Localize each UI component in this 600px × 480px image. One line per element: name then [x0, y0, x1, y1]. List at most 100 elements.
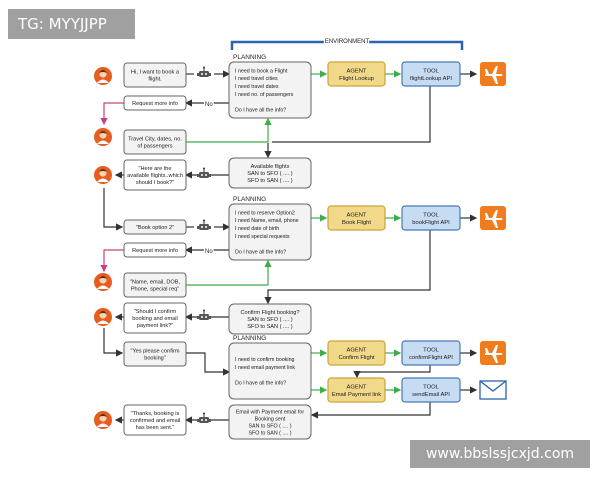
- user-message-bubble-text: of passengers: [137, 144, 172, 150]
- planning-box-text: I need to confirm booking: [235, 357, 295, 363]
- no-label: No: [205, 249, 213, 255]
- user-message-bubble-text: flight.: [148, 77, 162, 83]
- agent-box-text: AGENT: [347, 212, 367, 218]
- planning-box: I need to reserve Option2 I need Name, em…: [228, 203, 312, 261]
- assistant-message-bubble-text: Request more info: [132, 101, 178, 107]
- agent-box: AGENT Email Payment link: [327, 377, 386, 403]
- user-avatar-icon: [94, 273, 112, 291]
- airplane-icon: [480, 62, 506, 86]
- user-message-bubble-text: "Yes please confirm: [130, 348, 179, 354]
- result-box-text: Confirm Flight booking?: [240, 310, 299, 316]
- assistant-message-bubble-text: available flights..which: [127, 173, 183, 179]
- user-message-bubble-text: Phone, special req": [131, 287, 179, 293]
- assistant-message-bubble: Request more info: [123, 242, 187, 258]
- planning-box: I need to confirm booking I need email pa…: [228, 342, 312, 400]
- robot-icon: [197, 66, 211, 77]
- airplane-icon: [480, 206, 506, 230]
- planning-box-text: I need date of birth: [235, 226, 279, 232]
- planning-box-text: I need Name, email, phone: [235, 218, 299, 224]
- planning-box: I need to book a Flight I need travel cit…: [228, 61, 312, 119]
- user-message-bubble-text: "Book option 2": [136, 225, 174, 231]
- environment-bracket: ENVIRONMENT: [230, 38, 464, 50]
- planning-box-text: Do I have all the info?: [235, 107, 286, 113]
- user-avatar-icon: [94, 67, 112, 85]
- planning-box-text: I need travel dates: [235, 84, 279, 90]
- agent-box-text: AGENT: [347, 347, 367, 353]
- envelope-icon: [479, 380, 507, 400]
- user-message-bubble: "Book option 2": [123, 219, 187, 235]
- assistant-message-bubble: Request more info: [123, 95, 187, 111]
- planning-box-text: I need travel cities: [235, 76, 278, 82]
- result-box-text: Email with Payment email for: [236, 409, 305, 415]
- robot-icon: [197, 167, 211, 178]
- tool-box-text: confirmFlight API: [409, 355, 453, 361]
- robot-icon: [197, 219, 211, 230]
- tool-box-text: sendEmail API: [412, 392, 450, 398]
- tool-box-text: bookFlight API: [412, 220, 450, 226]
- tool-box-text: TOOL: [423, 212, 439, 218]
- user-message-bubble-text: "Name, email, DOB,: [130, 279, 181, 285]
- user-avatar-icon: [94, 166, 112, 184]
- assistant-message-bubble-text: Request more info: [132, 248, 178, 254]
- result-box-text: SFO to SAN ( .... ): [247, 178, 293, 184]
- airplane-icon: [480, 341, 506, 365]
- agent-box-text: Flight Lookup: [339, 76, 374, 82]
- environment-label: ENVIRONMENT: [325, 39, 370, 45]
- tool-box-text: TOOL: [423, 384, 439, 390]
- user-message-bubble: "Name, email, DOB, Phone, special req": [123, 272, 187, 298]
- planning-label: PLANNING: [233, 335, 266, 342]
- result-box-text: SAN to SFO ( .... ): [247, 317, 293, 323]
- user-message-bubble-text: Hi, I want to book a: [131, 69, 180, 75]
- result-box-text: SAN to SFO ( .... ): [249, 423, 292, 429]
- connectors: [100, 70, 478, 424]
- assistant-message-bubble-text: "Thanks, booking is: [131, 411, 180, 417]
- user-message-bubble: Travel City, dates, no. of passengers: [123, 129, 187, 155]
- assistant-message-bubble-text: has been sent.": [136, 425, 175, 431]
- planning-box-text: I need to book a Flight: [235, 68, 288, 74]
- result-box-text: SAN to SFO ( .... ): [247, 171, 293, 177]
- planning-box-text: Do I have all the info?: [235, 249, 286, 255]
- watermark-top-left: TG: MYYJJPP: [8, 9, 135, 39]
- planning-label: PLANNING: [233, 54, 266, 61]
- tool-box: TOOL sendEmail API: [401, 377, 461, 403]
- user-message-bubble-text: booking": [144, 356, 166, 362]
- user-message-bubble: "Yes please confirm booking": [123, 341, 187, 367]
- user-avatar-icon: [94, 128, 112, 146]
- tool-box-text: flightLookup API: [410, 76, 452, 82]
- agent-box-text: Book Flight: [342, 220, 371, 226]
- agent-box-text: Confirm Flight: [338, 355, 374, 361]
- agent-box: AGENT Confirm Flight: [327, 340, 386, 366]
- result-box: Confirm Flight booking?SAN to SFO ( ....…: [228, 303, 312, 335]
- user-message-bubble: Hi, I want to book a flight.: [123, 62, 187, 88]
- planning-box-text: Do I have all the info?: [235, 381, 286, 387]
- user-message-bubble-text: Travel City, dates, no.: [128, 136, 182, 142]
- planning-box-text: I need to reserve Option2: [235, 210, 295, 216]
- robot-icon: [197, 309, 211, 320]
- user-avatar-icon: [94, 411, 112, 429]
- tool-box-text: TOOL: [423, 347, 439, 353]
- result-box-text: Booking sent: [255, 416, 286, 422]
- agent-box-text: AGENT: [347, 384, 367, 390]
- agent-box-text: Email Payment link: [332, 392, 381, 398]
- assistant-message-bubble-text: "Here are the: [138, 166, 171, 172]
- tool-box: TOOL bookFlight API: [401, 205, 461, 231]
- assistant-message-bubble-text: booking and email: [132, 316, 177, 322]
- watermark-bottom-right: www.bbslssjcxjd.com: [410, 440, 590, 468]
- assistant-message-bubble-text: should I book?": [136, 180, 174, 186]
- agent-box: AGENT Book Flight: [327, 205, 386, 231]
- planning-box-text: I need no. of passengers: [235, 92, 294, 98]
- no-label: No: [205, 102, 213, 108]
- assistant-message-bubble-text: confirmed and email: [130, 418, 180, 424]
- planning-box-text: I need email payment link: [235, 365, 295, 371]
- robot-icon: [197, 412, 211, 423]
- result-box-text: SFO to SAN ( .... ): [249, 430, 292, 436]
- tool-box: TOOL confirmFlight API: [401, 340, 461, 366]
